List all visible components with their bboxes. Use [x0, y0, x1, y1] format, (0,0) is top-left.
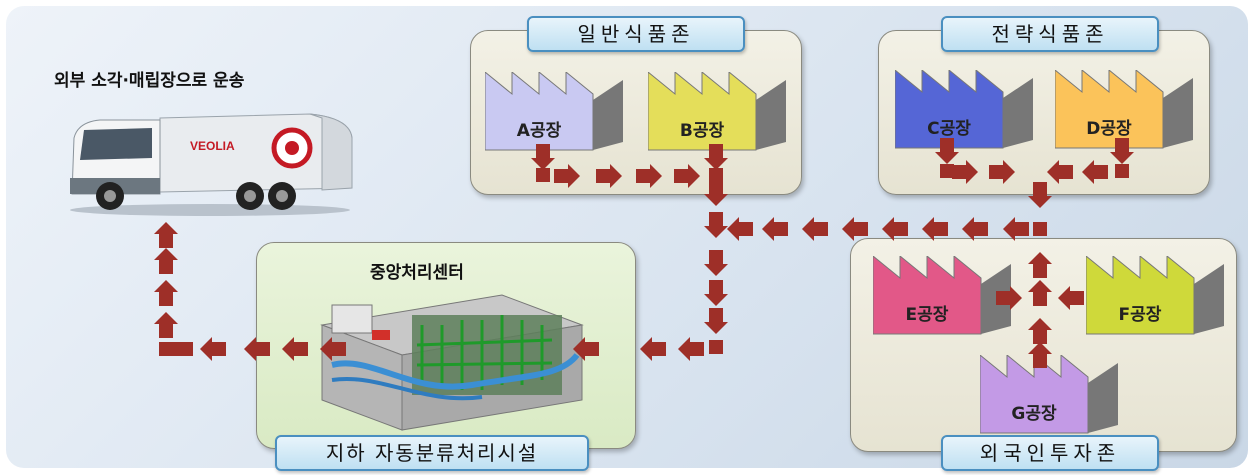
flow-arrow-47 — [154, 280, 178, 306]
flow-connector-21 — [1115, 164, 1129, 178]
flow-arrow-38 — [640, 337, 666, 361]
flow-connector-15 — [940, 164, 954, 178]
flow-arrow-12 — [704, 308, 728, 334]
flow-arrow-17 — [989, 160, 1015, 184]
processing-plant-image — [320, 294, 584, 431]
flow-arrow-19 — [1082, 160, 1108, 184]
flow-arrow-24 — [1003, 217, 1029, 241]
flow-arrow-20 — [1110, 138, 1134, 164]
factory-a-label: A공장 — [516, 121, 562, 141]
flow-arrow-34 — [996, 286, 1022, 310]
factory-g-label: G공장 — [1011, 404, 1057, 424]
factory-d-icon — [1055, 70, 1193, 149]
flow-arrow-16 — [952, 160, 978, 184]
flow-arrow-44 — [200, 337, 226, 361]
factory-c-label: C공장 — [927, 119, 971, 139]
flow-connector-13 — [709, 340, 723, 354]
central-processing-zone-title: 지하 자동분류처리시설 — [275, 435, 589, 471]
flow-arrow-27 — [882, 217, 908, 241]
flow-arrow-18 — [1047, 160, 1073, 184]
flow-connector-23 — [1033, 222, 1047, 236]
factory-b-label: B공장 — [679, 121, 725, 141]
flow-arrow-5 — [674, 164, 700, 188]
factory-a-icon — [485, 72, 623, 151]
factory-f-icon — [1086, 256, 1224, 335]
transport-caption: 외부 소각·매립장으로 운송 — [54, 71, 245, 91]
flow-arrow-43 — [244, 337, 270, 361]
factory-e: E공장 — [873, 256, 1013, 336]
flow-arrow-35 — [1058, 286, 1084, 310]
garbage-truck-image: VEOLIA — [70, 113, 353, 216]
flow-arrow-6 — [704, 144, 728, 170]
flow-connector-45 — [159, 342, 193, 356]
central-center-caption: 중앙처리센터 — [370, 263, 464, 283]
factory-a: A공장 — [485, 72, 625, 152]
flow-arrow-25 — [962, 217, 988, 241]
factory-b-icon — [648, 72, 786, 151]
factory-d-label: D공장 — [1086, 119, 1132, 139]
truck-brand-text: VEOLIA — [190, 139, 235, 153]
factory-g-icon — [980, 355, 1118, 434]
flow-arrow-29 — [802, 217, 828, 241]
factory-c: C공장 — [895, 70, 1035, 150]
flow-arrow-36 — [1028, 318, 1052, 344]
factory-d: D공장 — [1055, 70, 1195, 150]
foreign-investment-zone-title: 외국인투자존 — [941, 435, 1159, 471]
flow-arrow-2 — [554, 164, 580, 188]
flow-connector-7 — [709, 168, 723, 182]
general-food-zone-title: 일반식품존 — [527, 16, 745, 52]
flow-arrow-37 — [1028, 342, 1052, 368]
factory-b: B공장 — [648, 72, 788, 152]
flow-arrow-28 — [842, 217, 868, 241]
flow-arrow-33 — [1028, 280, 1052, 306]
flow-arrow-48 — [154, 248, 178, 274]
factory-c-icon — [895, 70, 1033, 149]
flow-arrow-9 — [704, 212, 728, 238]
flow-arrow-46 — [154, 312, 178, 338]
factory-f: F공장 — [1086, 256, 1226, 336]
flow-arrow-11 — [704, 280, 728, 306]
strategic-food-zone-title: 전략식품존 — [941, 16, 1159, 52]
flow-arrow-0 — [531, 144, 555, 170]
flow-arrow-14 — [935, 138, 959, 164]
flow-arrow-32 — [1028, 252, 1052, 278]
flow-arrow-10 — [704, 250, 728, 276]
flow-arrow-26 — [922, 217, 948, 241]
flow-arrow-42 — [282, 337, 308, 361]
factory-f-label: F공장 — [1118, 305, 1162, 325]
flow-arrow-39 — [678, 337, 704, 361]
flow-arrow-31 — [727, 217, 753, 241]
factory-g: G공장 — [980, 355, 1120, 435]
factory-e-label: E공장 — [905, 305, 949, 325]
factory-e-icon — [873, 256, 1011, 335]
flow-arrow-49 — [154, 222, 178, 248]
flow-arrow-4 — [636, 164, 662, 188]
flow-arrow-8 — [704, 180, 728, 206]
flow-arrow-3 — [596, 164, 622, 188]
flow-connector-1 — [536, 168, 550, 182]
flow-arrow-22 — [1028, 182, 1052, 208]
flow-arrow-41 — [320, 337, 346, 361]
flow-arrow-30 — [762, 217, 788, 241]
flow-arrow-40 — [573, 337, 599, 361]
